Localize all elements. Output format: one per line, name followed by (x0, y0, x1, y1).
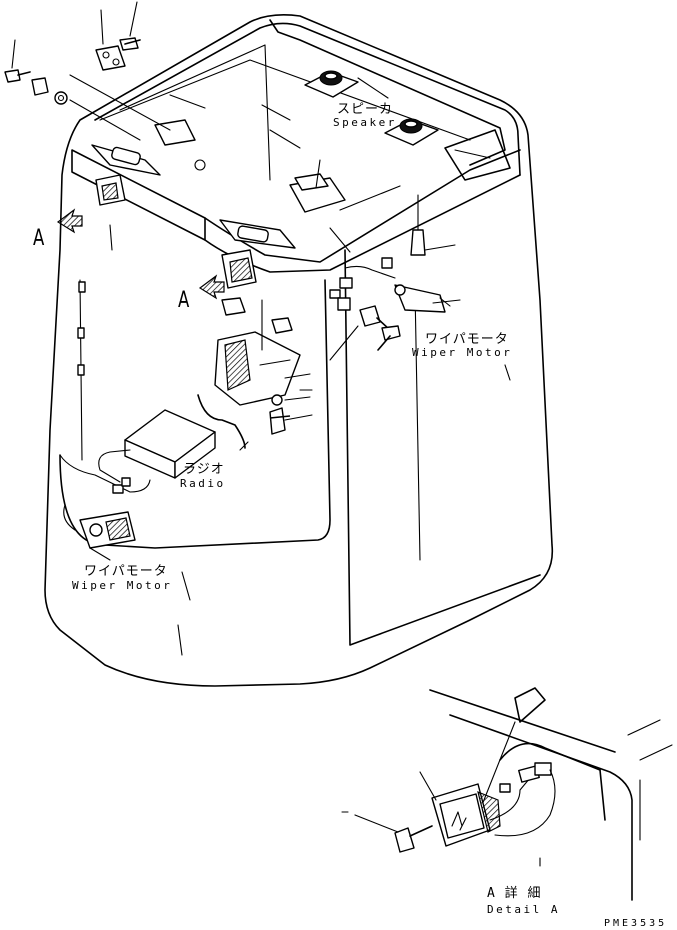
wiper-motor-left-label-en: Wiper Motor (72, 579, 173, 592)
detail-a-label-en: Detail A (487, 903, 560, 916)
view-marker-a-left: A (33, 226, 45, 251)
right-wiring (329, 194, 456, 361)
speaker-label-en: Speaker (333, 116, 397, 129)
lamp-housing (197, 297, 313, 449)
wiper-motor-right-label-jp: ワイパモータ (425, 332, 509, 347)
leader-lines (239, 159, 461, 813)
loose-hardware-top-left (4, 1, 171, 141)
detail-a-inset (354, 687, 673, 901)
wiper-motor-right-label-en: Wiper Motor (412, 346, 513, 359)
detail-a-label-jp: A 詳 細 (487, 886, 542, 901)
roof-brackets (91, 119, 346, 249)
radio-label-en: Radio (180, 477, 226, 490)
drawing-code: PME3535 (604, 918, 668, 929)
view-marker-a-center: A (178, 288, 190, 313)
work-lamps (56, 174, 257, 300)
radio-unit (59, 409, 216, 494)
speakers (304, 70, 439, 146)
radio-label-jp: ラジオ (183, 462, 225, 477)
wiper-motor-left-label-jp: ワイパモータ (84, 564, 168, 579)
wiper-motor-left (63, 504, 136, 561)
speaker-label-jp: スピーカ (337, 102, 394, 117)
